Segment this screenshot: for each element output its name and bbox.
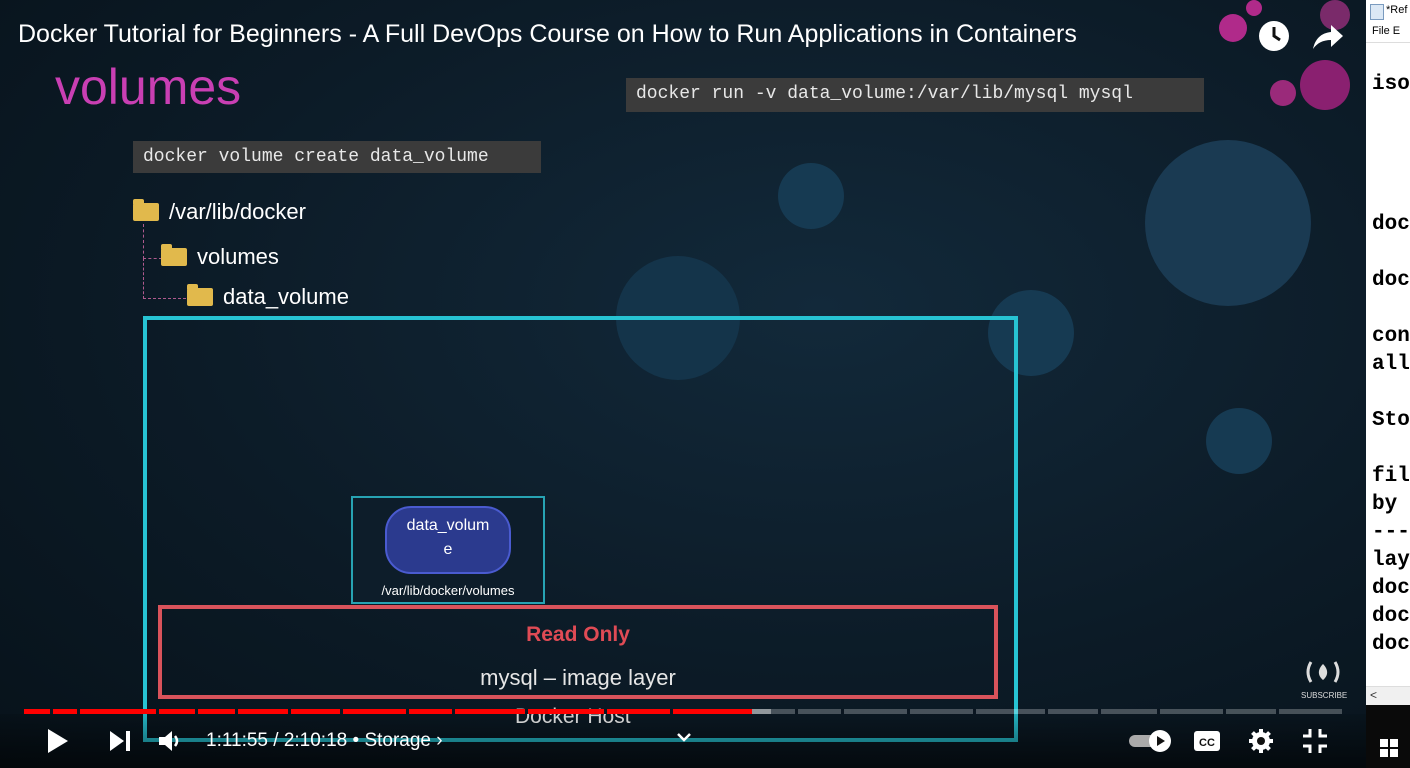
bg-bubble (1246, 0, 1262, 16)
bg-bubble (1206, 408, 1272, 474)
notepad-line: lay (1372, 549, 1410, 572)
notepad-line: doc (1372, 633, 1410, 656)
notepad-line: con (1372, 325, 1410, 348)
chapter-marker (234, 709, 238, 714)
slide-heading: volumes (55, 59, 242, 115)
volume-name-line1: data_volum (406, 517, 490, 534)
volume-name-line2: e (443, 541, 453, 558)
chapter-marker (76, 709, 80, 714)
autoplay-toggle-icon[interactable] (1128, 729, 1174, 753)
notepad-line: fil (1372, 465, 1410, 488)
folder-label: volumes (197, 244, 279, 269)
chapter-marker (1276, 709, 1280, 714)
bg-bubble (1270, 80, 1296, 106)
create-command: docker volume create data_volume (133, 141, 541, 173)
image-layer-label: mysql – image layer (480, 665, 676, 690)
bg-bubble (1219, 14, 1247, 42)
chapter-marker (340, 709, 344, 714)
notepad-line: doc (1372, 213, 1410, 236)
notepad-line: by (1372, 493, 1398, 516)
folder-var-lib-docker: /var/lib/docker (133, 199, 306, 225)
chapter-marker (452, 709, 456, 714)
volume-cylinder: data_volum e (385, 506, 511, 574)
notepad-line: Sto (1372, 409, 1410, 432)
video-title[interactable]: Docker Tutorial for Beginners - A Full D… (18, 20, 1077, 48)
bg-bubble (778, 163, 844, 229)
volume-path: /var/lib/docker/volumes (381, 583, 515, 598)
settings-icon[interactable] (1248, 728, 1274, 754)
time-display: 1:11:55 / 2:10:18 • Storage › (206, 730, 443, 752)
svg-text:CC: CC (1199, 737, 1215, 749)
chapter-marker (795, 709, 799, 714)
bg-bubble (1300, 60, 1350, 110)
chapter-marker (1045, 709, 1049, 714)
chapter-marker (50, 709, 54, 714)
chapter-marker (1098, 709, 1102, 714)
horizontal-scrollbar[interactable]: < (1366, 686, 1410, 706)
scroll-left-icon[interactable]: < (1370, 688, 1378, 702)
folder-icon (161, 244, 187, 266)
chapter-marker (1223, 709, 1227, 714)
chapter-marker (406, 709, 410, 714)
next-icon[interactable] (108, 730, 132, 752)
windows-start-icon[interactable] (1380, 739, 1398, 757)
bg-bubble (1320, 0, 1350, 30)
chapter-marker (972, 709, 976, 714)
chapter-marker (155, 709, 159, 714)
notepad-line: all (1372, 353, 1410, 376)
notepad-menu[interactable]: File E (1372, 25, 1401, 37)
run-command: docker run -v data_volume:/var/lib/mysql… (626, 78, 1204, 112)
folder-volumes: volumes (161, 244, 279, 270)
read-only-layer: Read Only mysql – image layer (158, 605, 998, 699)
chapter-marker (841, 709, 845, 714)
chapter-label[interactable]: • Storage › (347, 730, 443, 751)
notepad-window[interactable]: *Ref File E iso doc doc con all Sto fil … (1366, 0, 1410, 768)
subscribe-label: SUBSCRIBE (1301, 691, 1348, 700)
folder-icon (187, 284, 213, 306)
subscribe-watermark[interactable]: SUBSCRIBE (1301, 658, 1348, 700)
time-current: 1:11:55 (206, 730, 268, 751)
folder-label: /var/lib/docker (169, 199, 306, 224)
notepad-line: --- (1372, 521, 1410, 544)
taskbar (1366, 705, 1410, 768)
tree-connector (143, 224, 162, 259)
chapter-marker (524, 709, 528, 714)
progress-played (24, 709, 752, 714)
volume-icon[interactable] (158, 729, 184, 753)
bg-bubble (1145, 140, 1311, 306)
exit-fullscreen-icon[interactable] (1302, 728, 1328, 754)
clock-icon[interactable] (1257, 19, 1291, 53)
chapter-marker (669, 709, 673, 714)
chapter-marker (907, 709, 911, 714)
notepad-title: *Ref (1386, 4, 1408, 16)
chapter-marker (287, 709, 291, 714)
notepad-line: doc (1372, 269, 1410, 292)
notepad-line: doc (1372, 577, 1410, 600)
folder-label: data_volume (223, 284, 349, 309)
folder-data-volume: data_volume (187, 284, 349, 310)
chevron-down-icon[interactable] (676, 731, 692, 743)
bg-bubble (988, 290, 1074, 376)
notepad-line: iso (1372, 73, 1410, 96)
chapter-marker (195, 709, 199, 714)
play-icon[interactable] (46, 728, 70, 754)
share-arrow-icon[interactable] (1311, 19, 1345, 53)
notepad-app-icon (1370, 4, 1384, 20)
video-player[interactable]: Docker Tutorial for Beginners - A Full D… (0, 0, 1366, 768)
chapter-marker (603, 709, 607, 714)
time-separator: / (267, 730, 284, 751)
read-only-title: Read Only (526, 623, 630, 646)
folder-icon (133, 199, 159, 221)
time-total: 2:10:18 (283, 730, 348, 751)
captions-icon[interactable]: CC (1193, 729, 1221, 753)
volume-box: data_volum e /var/lib/docker/volumes (351, 496, 545, 604)
chapter-marker (1157, 709, 1161, 714)
tree-connector (143, 258, 186, 299)
menu-divider (1366, 42, 1410, 43)
progress-bar[interactable] (24, 709, 1342, 714)
fcc-logo-icon (1306, 661, 1340, 683)
notepad-line: doc (1372, 605, 1410, 628)
